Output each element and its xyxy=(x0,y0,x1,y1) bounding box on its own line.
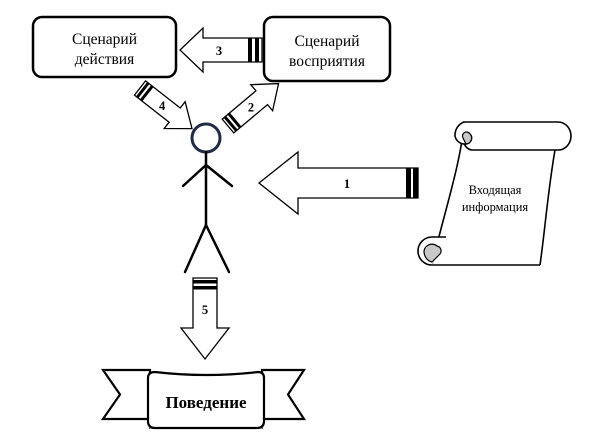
arrow-4: 4 xyxy=(133,79,193,130)
banner-label: Поведение xyxy=(165,393,247,412)
person-head xyxy=(190,122,222,154)
action-scenario-line1: Сценарий xyxy=(72,31,137,48)
arrow-3-label: 3 xyxy=(216,44,222,58)
perception-scenario-line1: Сценарий xyxy=(294,33,359,50)
arrow-1-label: 1 xyxy=(344,177,350,191)
arrow-2: 2 xyxy=(221,82,280,134)
action-scenario-line2: действия xyxy=(75,51,134,68)
arrow-5: 5 xyxy=(179,277,231,361)
behaviour-banner: Поведение xyxy=(100,368,307,430)
perception-scenario-box: Сценарий восприятия xyxy=(262,15,392,83)
arrow-1: 1 xyxy=(257,150,419,216)
perception-scenario-line2: восприятия xyxy=(289,53,365,70)
arrow-4-label: 4 xyxy=(159,99,166,113)
arrow-2-label: 2 xyxy=(248,101,254,115)
scroll-line2: информация xyxy=(462,200,529,214)
scroll-line1: Входящая xyxy=(469,183,522,197)
person-figure xyxy=(181,122,234,274)
action-scenario-box: Сценарий действия xyxy=(31,15,178,79)
arrow-3: 3 xyxy=(179,26,263,74)
arrow-5-label: 5 xyxy=(202,303,208,317)
incoming-info-scroll: Входящая информация xyxy=(417,121,572,266)
